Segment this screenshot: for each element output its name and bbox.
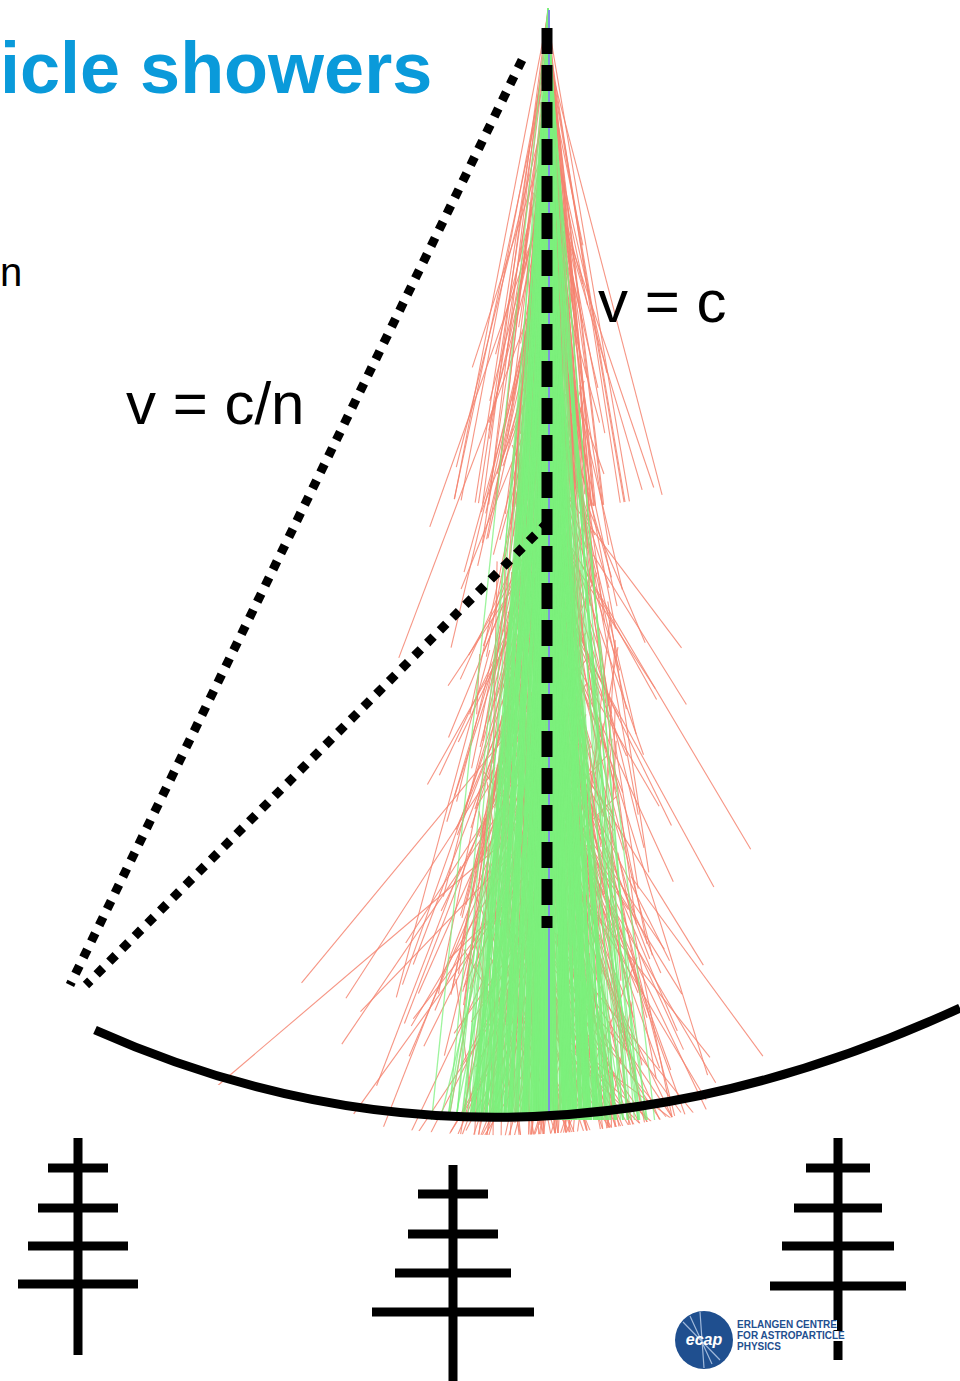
- electromagnetic-track: [457, 40, 549, 1120]
- hadron-track: [608, 602, 649, 873]
- particle-tracks: [213, 8, 799, 1381]
- radio-wavefront: [95, 1008, 960, 1117]
- cherenkov-line: [86, 522, 548, 985]
- hadron-track: [213, 849, 495, 1089]
- electromagnetic-track: [554, 675, 586, 1120]
- hadron-track: [618, 853, 674, 1128]
- antenna-symbol: [372, 1165, 534, 1381]
- ecap-logo: [675, 1311, 733, 1369]
- velocity-label: v = c: [598, 272, 726, 332]
- logo-text: FOR ASTROPARTICLE: [737, 1331, 845, 1341]
- cut-off-text: n: [0, 252, 22, 292]
- light-front-axis: [542, 28, 553, 928]
- electromagnetic-track: [492, 411, 542, 1120]
- logo-text: ERLANGEN CENTRE: [737, 1320, 837, 1330]
- hadron-track: [586, 955, 737, 1292]
- logo-text: PHYSICS: [737, 1342, 781, 1352]
- shower-axis: [548, 10, 550, 1118]
- electromagnetic-track: [473, 300, 551, 1120]
- electromagnetic-track: [529, 12, 548, 1120]
- hadron-track: [631, 876, 763, 1056]
- slide-title: icle showers: [0, 32, 432, 104]
- velocity-label: v = c/n: [126, 374, 304, 434]
- cherenkov-line: [70, 60, 522, 985]
- antenna-symbol: [18, 1138, 138, 1355]
- logo-mark: ecap: [686, 1332, 722, 1348]
- electromagnetic-track: [490, 121, 547, 1120]
- electromagnetic-track: [549, 240, 577, 1120]
- electromagnetic-track: [548, 9, 615, 1120]
- electromagnetic-track: [548, 173, 580, 1120]
- electromagnetic-track: [432, 9, 548, 1120]
- electromagnetic-track: [548, 9, 607, 1120]
